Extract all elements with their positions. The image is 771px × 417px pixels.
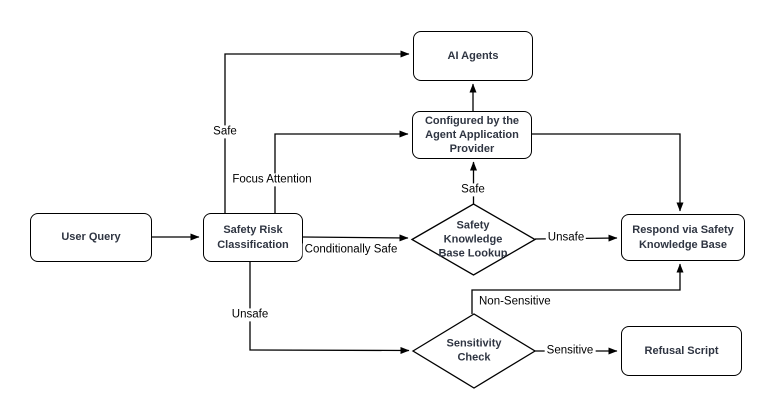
- node-configured-by-provider: Configured by the Agent Application Prov…: [412, 111, 532, 159]
- node-refusal-script-label: Refusal Script: [644, 344, 719, 357]
- node-ai-agents: AI Agents: [413, 31, 533, 81]
- node-refusal-script: Refusal Script: [621, 326, 742, 376]
- edge-classification-unsafe-to-sensitivity-check: [249, 262, 410, 354]
- node-safety-risk-classification: Safety Risk Classification: [203, 213, 303, 262]
- edge-label-safe-lookup: Safe: [459, 183, 487, 197]
- node-respond-via-safety-kb: Respond via Safety Knowledge Base: [621, 214, 745, 261]
- node-respond-via-safety-kb-label: Respond via Safety Knowledge Base: [632, 224, 734, 251]
- node-safety-risk-classification-label: Safety Risk Classification: [217, 224, 289, 251]
- edge-classification-safe-to-ai-agents: [224, 50, 410, 213]
- edge-configured-to-respond: [532, 133, 684, 212]
- edge-label-conditionally-safe: Conditionally Safe: [302, 243, 400, 257]
- node-user-query: User Query: [30, 213, 152, 262]
- edge-label-focus-attention: Focus Attention: [230, 173, 314, 187]
- edge-label-sensitive: Sensitive: [544, 344, 596, 358]
- edge-classification-focus-attention-to-configured: [274, 130, 409, 213]
- node-ai-agents-label: AI Agents: [447, 49, 499, 62]
- edge-classification-conditionally-safe-to-lookup: [302, 234, 409, 242]
- edge-label-safe-top: Safe: [211, 125, 239, 139]
- edge-label-unsafe-lookup: Unsafe: [545, 231, 587, 245]
- node-sensitivity-check-label: Sensitivity Check: [446, 337, 502, 363]
- node-safety-kb-lookup-label: Safety Knowledge Base Lookup: [438, 219, 508, 259]
- node-configured-by-provider-label: Configured by the Agent Application Prov…: [424, 114, 520, 156]
- node-user-query-label: User Query: [61, 231, 121, 244]
- edge-label-non-sensitive: Non-Sensitive: [477, 295, 553, 309]
- edge-sensitivity-non-sensitive-to-respond: [471, 263, 684, 314]
- edge-label-unsafe-bottom: Unsafe: [229, 308, 271, 322]
- safety-kb-lookup-diamond-shape: [410, 203, 537, 276]
